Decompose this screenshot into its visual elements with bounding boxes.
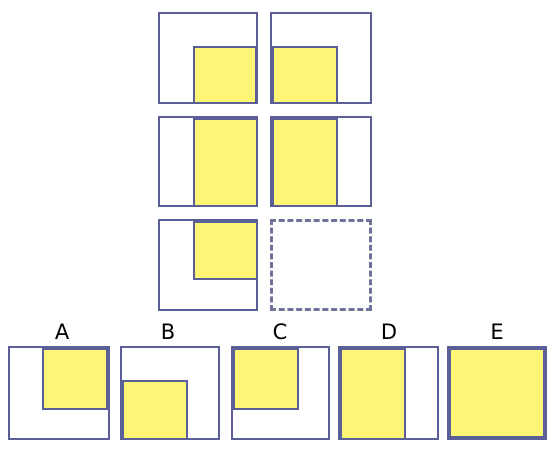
option-label-c: C bbox=[272, 320, 288, 344]
option-c[interactable] bbox=[231, 346, 330, 440]
grid-cell-r2c2 bbox=[270, 116, 372, 207]
yellow-square bbox=[233, 348, 299, 410]
option-label-d: D bbox=[380, 320, 398, 344]
yellow-square bbox=[272, 46, 338, 104]
option-a[interactable] bbox=[8, 346, 110, 440]
yellow-square bbox=[42, 348, 108, 410]
grid-cell-r2c1 bbox=[158, 116, 258, 207]
option-e[interactable] bbox=[447, 346, 547, 440]
option-d[interactable] bbox=[338, 346, 439, 440]
yellow-square bbox=[193, 221, 258, 280]
yellow-rectangle bbox=[193, 118, 258, 207]
option-label-a: A bbox=[54, 320, 70, 344]
yellow-square bbox=[122, 380, 188, 440]
grid-cell-r3c1 bbox=[158, 219, 258, 311]
option-label-e: E bbox=[490, 320, 504, 344]
option-label-b: B bbox=[160, 320, 176, 344]
yellow-rectangle bbox=[272, 118, 338, 207]
yellow-full-square bbox=[449, 348, 545, 438]
option-b[interactable] bbox=[120, 346, 220, 440]
yellow-square bbox=[193, 46, 257, 104]
grid-cell-r1c2 bbox=[270, 12, 372, 104]
yellow-rectangle bbox=[340, 348, 406, 440]
grid-cell-r1c1 bbox=[158, 12, 258, 104]
missing-cell-placeholder[interactable] bbox=[270, 219, 372, 311]
